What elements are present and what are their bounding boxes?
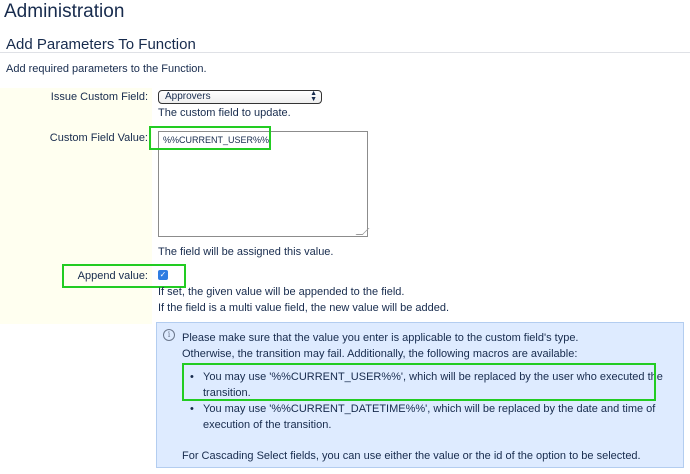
highlight-current-user-macro (182, 363, 656, 401)
page-title: Administration (4, 1, 125, 22)
append-value-label: Append value: (77, 270, 148, 282)
form-label-column (0, 88, 152, 324)
highlight-field-value (149, 126, 271, 150)
select-value: Approvers (165, 91, 211, 102)
custom-field-value-help: The field will be assigned this value. (158, 246, 334, 258)
info-line-1: Please make sure that the value you ente… (182, 332, 579, 344)
select-arrows-icon: ▲▼ (310, 90, 317, 103)
append-help-2: If the field is a multi value field, the… (158, 302, 450, 314)
info-footer: For Cascading Select fields, you can use… (182, 450, 641, 462)
highlight-append-value (62, 264, 186, 288)
info-icon: i (163, 329, 175, 341)
resize-handle-icon[interactable] (355, 228, 370, 235)
info-panel: i Please make sure that the value you en… (156, 322, 684, 468)
issue-custom-field-help: The custom field to update. (158, 107, 291, 119)
issue-custom-field-select[interactable]: Approvers ▲▼ (158, 90, 322, 104)
section-title: Add Parameters To Function (6, 36, 196, 53)
info-line-2: Otherwise, the transition may fail. Addi… (182, 348, 578, 360)
macro-bullet-current-datetime: You may use '%%CURRENT_DATETIME%%', whic… (190, 401, 663, 433)
macro-bullet-current-user: You may use '%%CURRENT_USER%%', which wi… (190, 369, 663, 401)
issue-custom-field-label: Issue Custom Field: (50, 91, 148, 103)
section-intro: Add required parameters to the Function. (6, 63, 207, 75)
custom-field-value-label: Custom Field Value: (49, 132, 148, 144)
textarea-value: %%CURRENT_USER%% (163, 135, 270, 145)
append-value-checkbox[interactable]: ✓ (158, 270, 168, 280)
append-help-1: If set, the given value will be appended… (158, 286, 405, 298)
section-divider (0, 52, 690, 53)
